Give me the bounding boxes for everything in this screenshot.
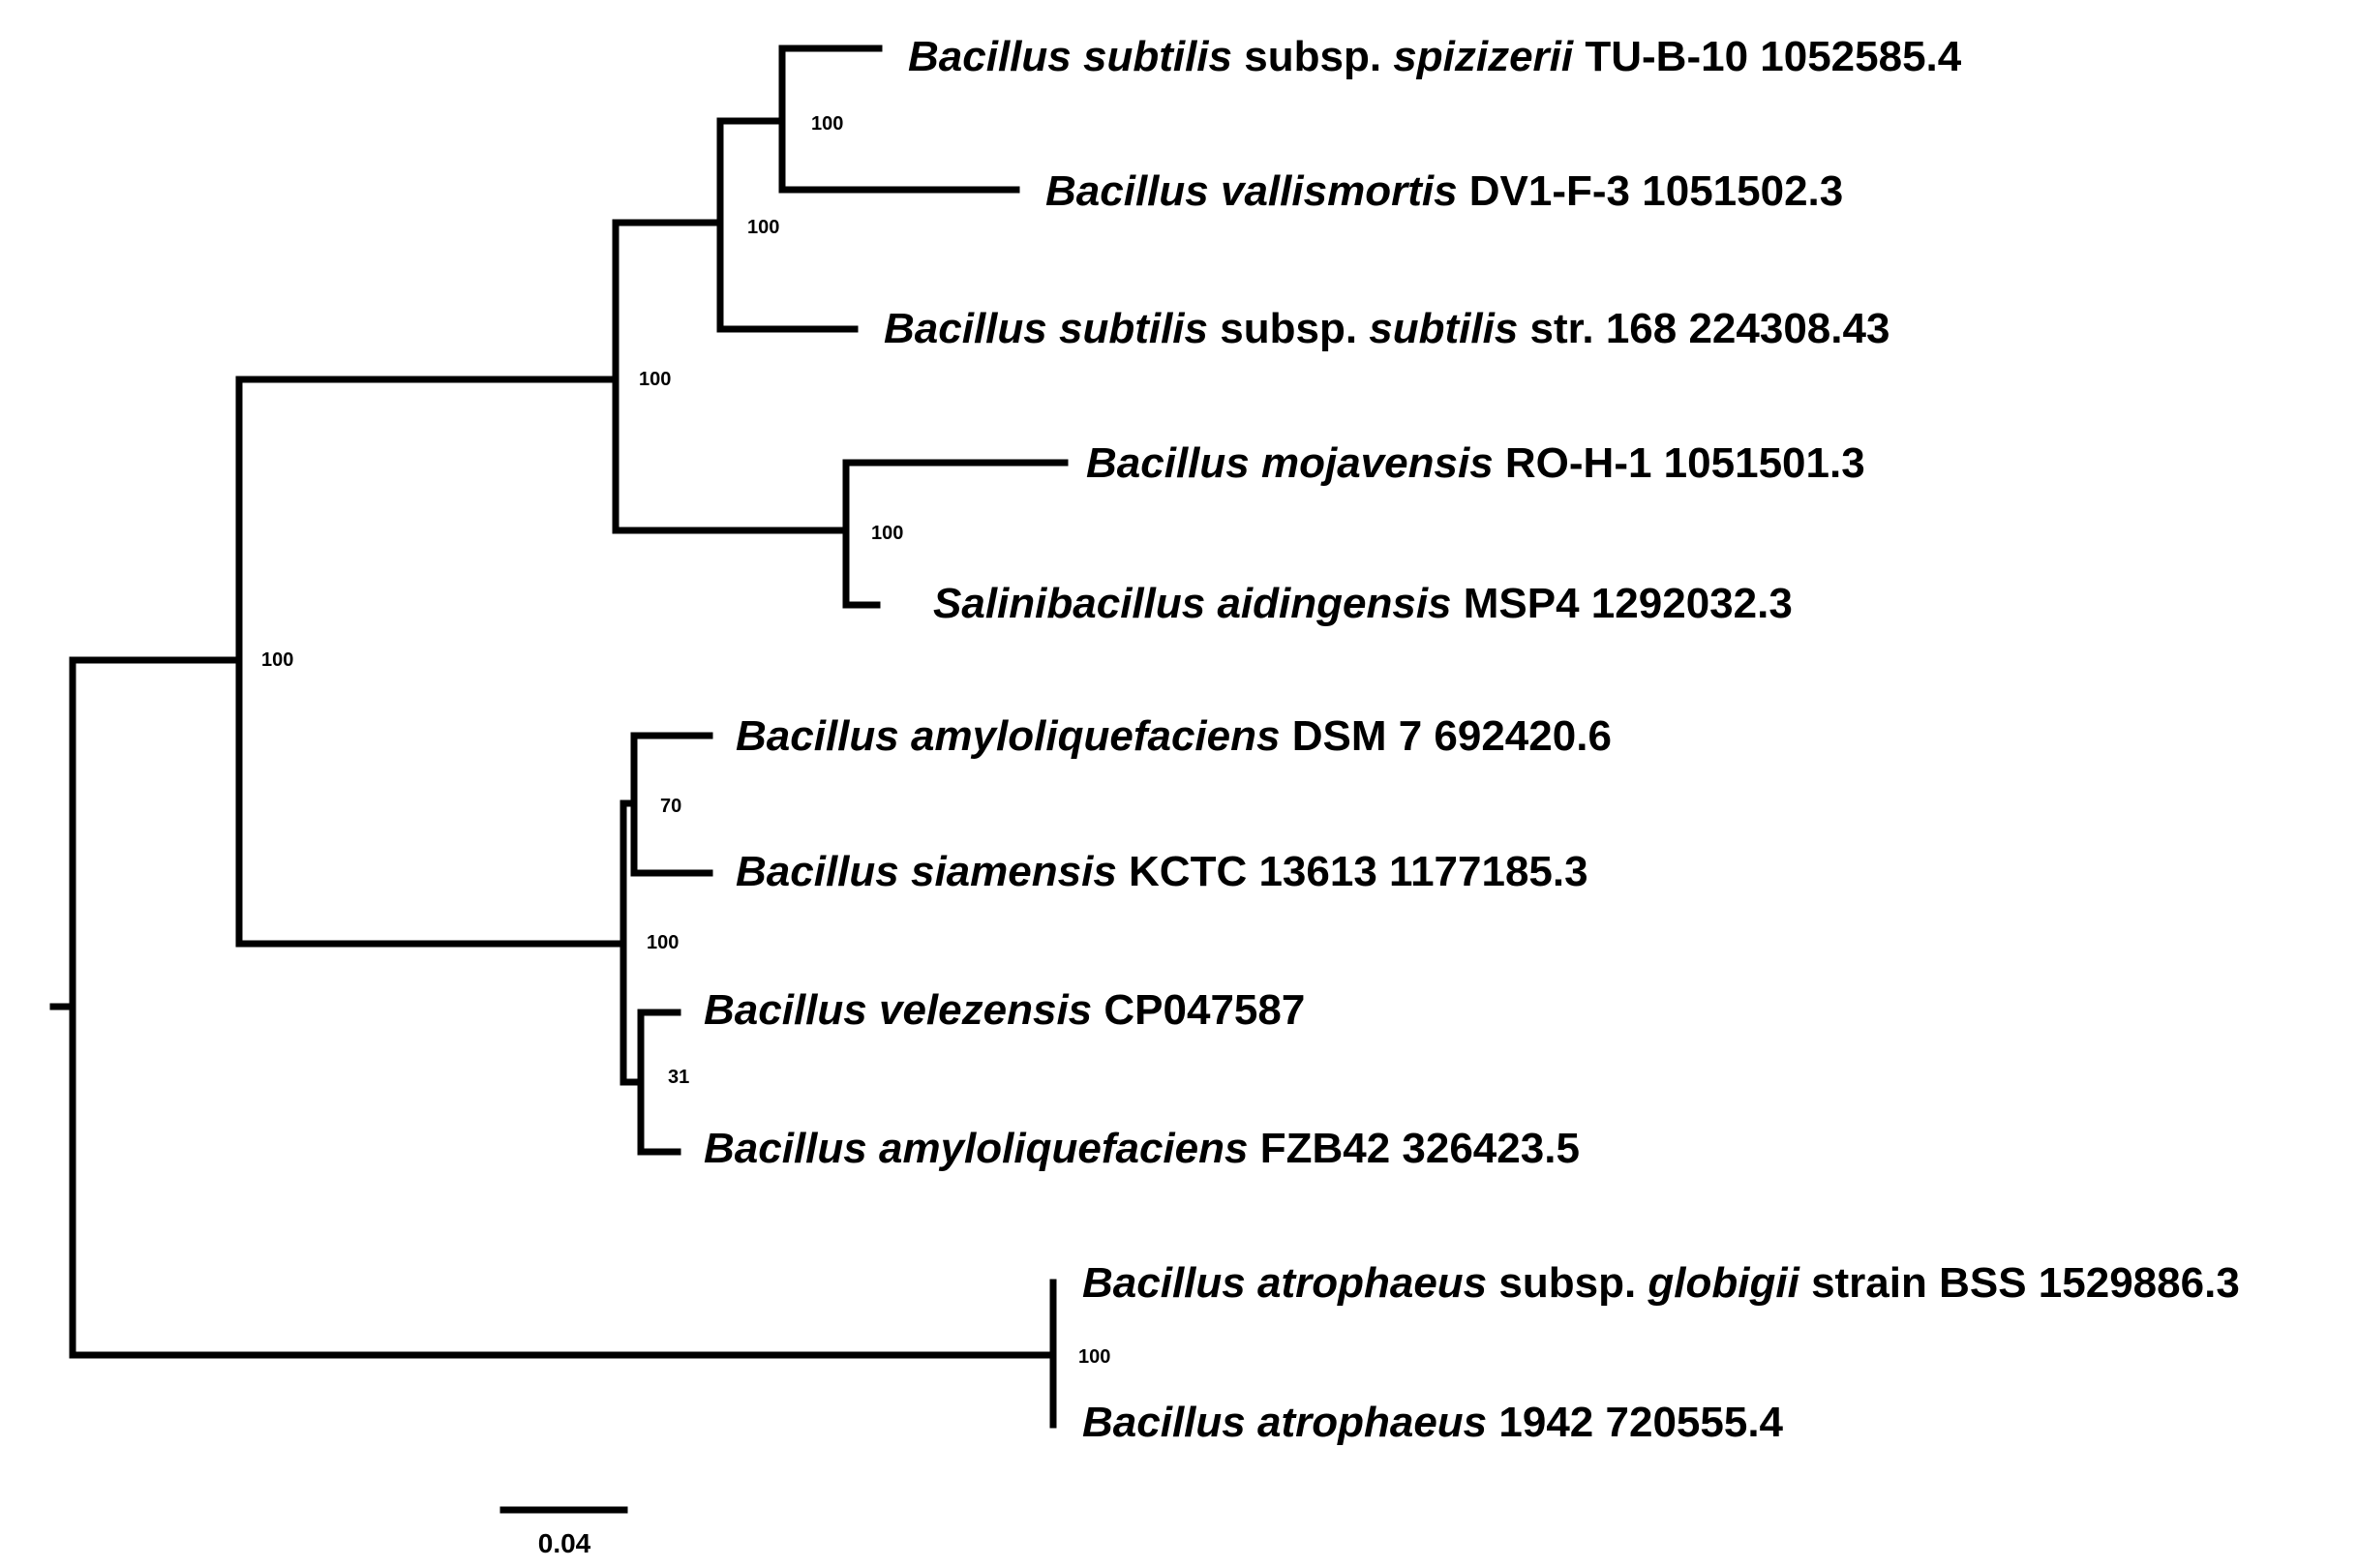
leaf-species: vallismortis	[1221, 167, 1458, 215]
leaf-strain: CP047587	[1103, 986, 1305, 1034]
leaf-infra: spizizerii	[1393, 33, 1574, 80]
leaf-label: Bacillus atrophaeus 1942 720555.4	[1082, 1399, 1784, 1446]
leaf-strain: strain BSS 1529886.3	[1811, 1259, 2240, 1307]
leaf-genus: Bacillus	[884, 305, 1047, 352]
leaf-label: Salinibacillus aidingensis MSP4 1292032.…	[933, 580, 1793, 627]
tree-branches	[49, 45, 1069, 1429]
leaf-strain: TU-B-10 1052585.4	[1585, 33, 1961, 80]
scale-bar: 0.04	[499, 1506, 628, 1558]
leaf-strain: MSP4 1292032.3	[1464, 580, 1793, 627]
support-value: 100	[647, 932, 679, 953]
leaf-genus: Bacillus	[1082, 1259, 1246, 1307]
leaf-label: Bacillus amyloliquefaciens DSM 7 692420.…	[736, 712, 1612, 760]
leaf-species: aidingensis	[1217, 580, 1451, 627]
leaf-infra: subtilis	[1369, 305, 1518, 352]
leaf-genus: Salinibacillus	[933, 580, 1205, 627]
leaf-genus: Bacillus	[704, 1125, 867, 1172]
leaf-species: mojavensis	[1261, 439, 1494, 487]
leaf-species: subtilis	[1083, 33, 1232, 80]
leaf-strain: 1942 720555.4	[1498, 1399, 1783, 1446]
leaf-strain: str. 168 224308.43	[1530, 305, 1890, 352]
leaf-label: Bacillus amyloliquefaciens FZB42 326423.…	[704, 1125, 1580, 1172]
leaf-species: velezensis	[879, 986, 1092, 1034]
support-value: 31	[668, 1067, 689, 1088]
leaf-label: Bacillus subtilis subsp. spizizerii TU-B…	[908, 33, 1962, 80]
leaf-labels: Bacillus subtilis subsp. spizizerii TU-B…	[704, 33, 2240, 1446]
leaf-rank: subsp.	[1498, 1259, 1636, 1307]
leaf-label: Bacillus subtilis subsp. subtilis str. 1…	[884, 305, 1889, 352]
scale-bar-label: 0.04	[538, 1528, 591, 1558]
support-value: 100	[639, 369, 671, 390]
leaf-strain: FZB42 326423.5	[1260, 1125, 1580, 1172]
leaf-species: siamensis	[911, 848, 1117, 895]
leaf-species: atrophaeus	[1257, 1259, 1487, 1307]
leaf-species: atrophaeus	[1257, 1399, 1487, 1446]
support-value: 100	[871, 523, 903, 544]
leaf-genus: Bacillus	[736, 848, 899, 895]
leaf-strain: RO-H-1 1051501.3	[1505, 439, 1865, 487]
support-values: 100 100 100 100 100 70 100 31 100	[261, 113, 1110, 1368]
leaf-rank: subsp.	[1220, 305, 1357, 352]
leaf-species: amyloliquefaciens	[879, 1125, 1248, 1172]
leaf-genus: Bacillus	[1045, 167, 1209, 215]
leaf-species: subtilis	[1059, 305, 1208, 352]
leaf-label: Bacillus velezensis CP047587	[704, 986, 1305, 1034]
leaf-genus: Bacillus	[736, 712, 899, 760]
leaf-label: Bacillus vallismortis DV1-F-3 1051502.3	[1045, 167, 1843, 215]
leaf-label: Bacillus atrophaeus subsp. globigii stra…	[1082, 1259, 2240, 1307]
leaf-genus: Bacillus	[1086, 439, 1250, 487]
support-value: 100	[1078, 1346, 1110, 1368]
leaf-genus: Bacillus	[908, 33, 1072, 80]
leaf-strain: KCTC 13613 1177185.3	[1129, 848, 1588, 895]
leaf-infra: globigii	[1647, 1259, 1799, 1307]
leaf-genus: Bacillus	[1082, 1399, 1246, 1446]
support-value: 100	[811, 113, 843, 135]
leaf-strain: DV1-F-3 1051502.3	[1469, 167, 1843, 215]
leaf-species: amyloliquefaciens	[911, 712, 1280, 760]
support-value: 100	[261, 649, 293, 671]
leaf-genus: Bacillus	[704, 986, 867, 1034]
leaf-strain: DSM 7 692420.6	[1292, 712, 1612, 760]
support-value: 100	[747, 217, 779, 238]
leaf-label: Bacillus siamensis KCTC 13613 1177185.3	[736, 848, 1588, 895]
leaf-label: Bacillus mojavensis RO-H-1 1051501.3	[1086, 439, 1865, 487]
leaf-rank: subsp.	[1244, 33, 1381, 80]
support-value: 70	[660, 796, 681, 817]
